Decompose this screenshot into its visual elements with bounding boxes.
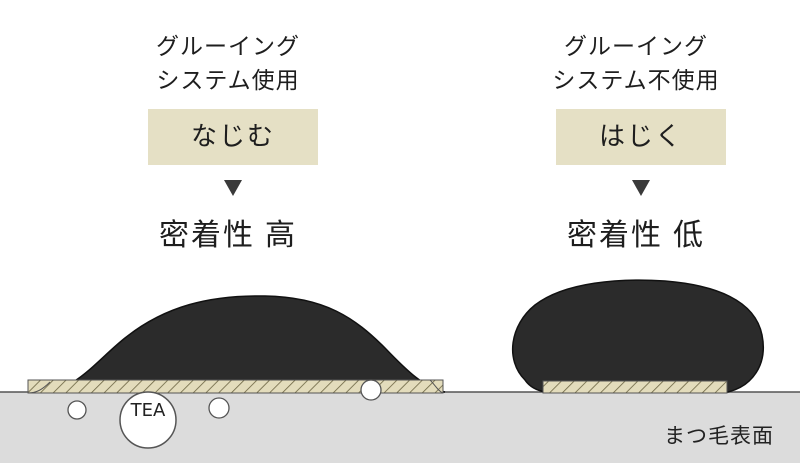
particle-small-1 — [67, 400, 87, 420]
condition-line1: グルーイング — [564, 34, 708, 60]
adhesion-result: 密着性低 — [456, 210, 800, 254]
adhesive-droplet-beaded — [511, 279, 764, 393]
result-value: 高 — [265, 218, 297, 253]
glue-layer-left-right-curl — [429, 379, 444, 394]
behavior-tag: なじむ — [148, 109, 318, 165]
panel-without-gluing-system: グルーイング システム不使用 はじく 密着性低 — [456, 0, 800, 280]
surface-label: まつ毛表面 — [664, 424, 774, 448]
condition-line2: システム使用 — [156, 68, 300, 94]
down-arrow-icon — [632, 180, 650, 196]
down-arrow-icon — [224, 180, 242, 196]
particle-small-3 — [360, 379, 382, 401]
behavior-tag: はじく — [556, 109, 726, 165]
result-label: 密着性 — [159, 218, 255, 253]
panel-with-gluing-system: グルーイング システム使用 なじむ 密着性高 — [48, 0, 408, 280]
particle-small-2 — [208, 397, 230, 419]
glue-layer-left-left-curl — [27, 381, 51, 394]
condition-line1: グルーイング — [156, 34, 300, 60]
adhesive-droplet-spread — [39, 295, 446, 393]
adhesion-result: 密着性高 — [48, 210, 408, 254]
condition-line2: システム不使用 — [552, 68, 720, 94]
tea-label: TEA — [130, 400, 166, 421]
glue-layer-right — [542, 380, 728, 394]
glue-layer-left — [27, 379, 444, 394]
tea-particle — [119, 391, 177, 449]
result-label: 密着性 — [567, 218, 663, 253]
result-value: 低 — [673, 218, 705, 253]
